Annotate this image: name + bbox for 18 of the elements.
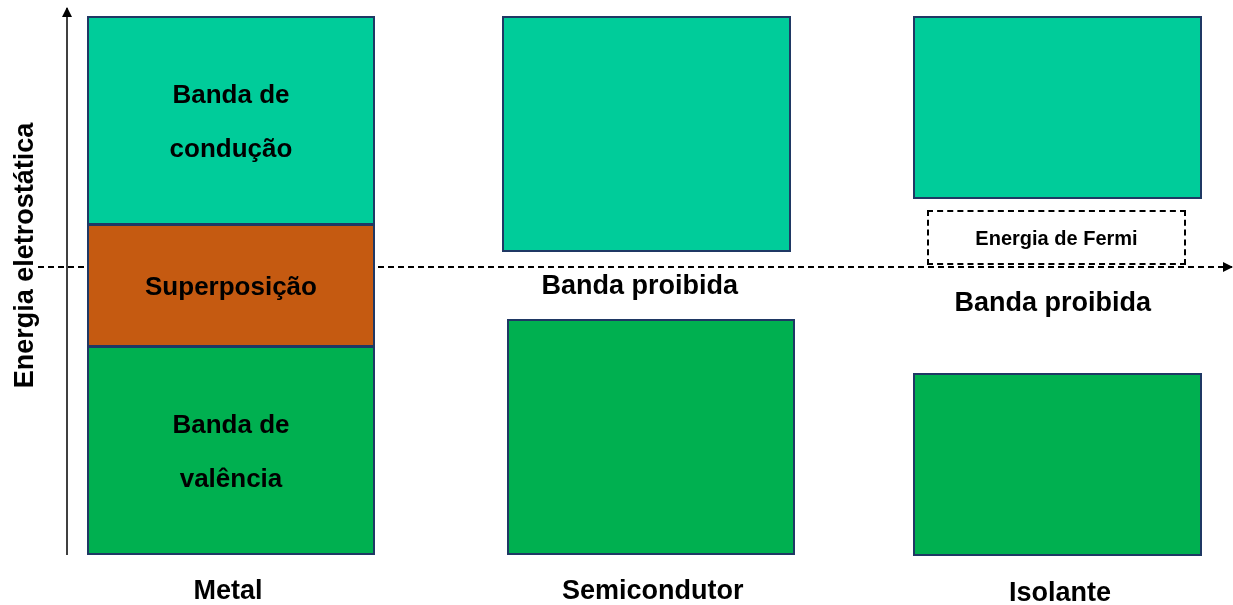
- band-label: Banda de valência: [171, 407, 291, 495]
- band-label: Superposição: [145, 269, 317, 303]
- conduction-band-box: [913, 16, 1202, 199]
- material-label: Metal: [193, 574, 263, 605]
- conduction-band-box: [87, 16, 375, 225]
- axis-title: Energia eletrostática: [9, 122, 41, 388]
- forbidden-band-label: Banda proibida: [954, 286, 1151, 318]
- band-label: Energia de Fermi: [975, 225, 1138, 251]
- fermi-energy-box: [927, 210, 1186, 265]
- valence-band-box: [913, 373, 1202, 556]
- forbidden-band-label: Banda proibida: [541, 269, 738, 301]
- valence-band-box: [507, 319, 795, 555]
- valence-band-box: [87, 346, 375, 555]
- conduction-band-box: [502, 16, 791, 252]
- overlap-band-box: [87, 224, 375, 347]
- material-label: Semicondutor: [562, 574, 744, 605]
- band-label: Banda de condução: [168, 77, 294, 165]
- material-label: Isolante: [1009, 576, 1112, 605]
